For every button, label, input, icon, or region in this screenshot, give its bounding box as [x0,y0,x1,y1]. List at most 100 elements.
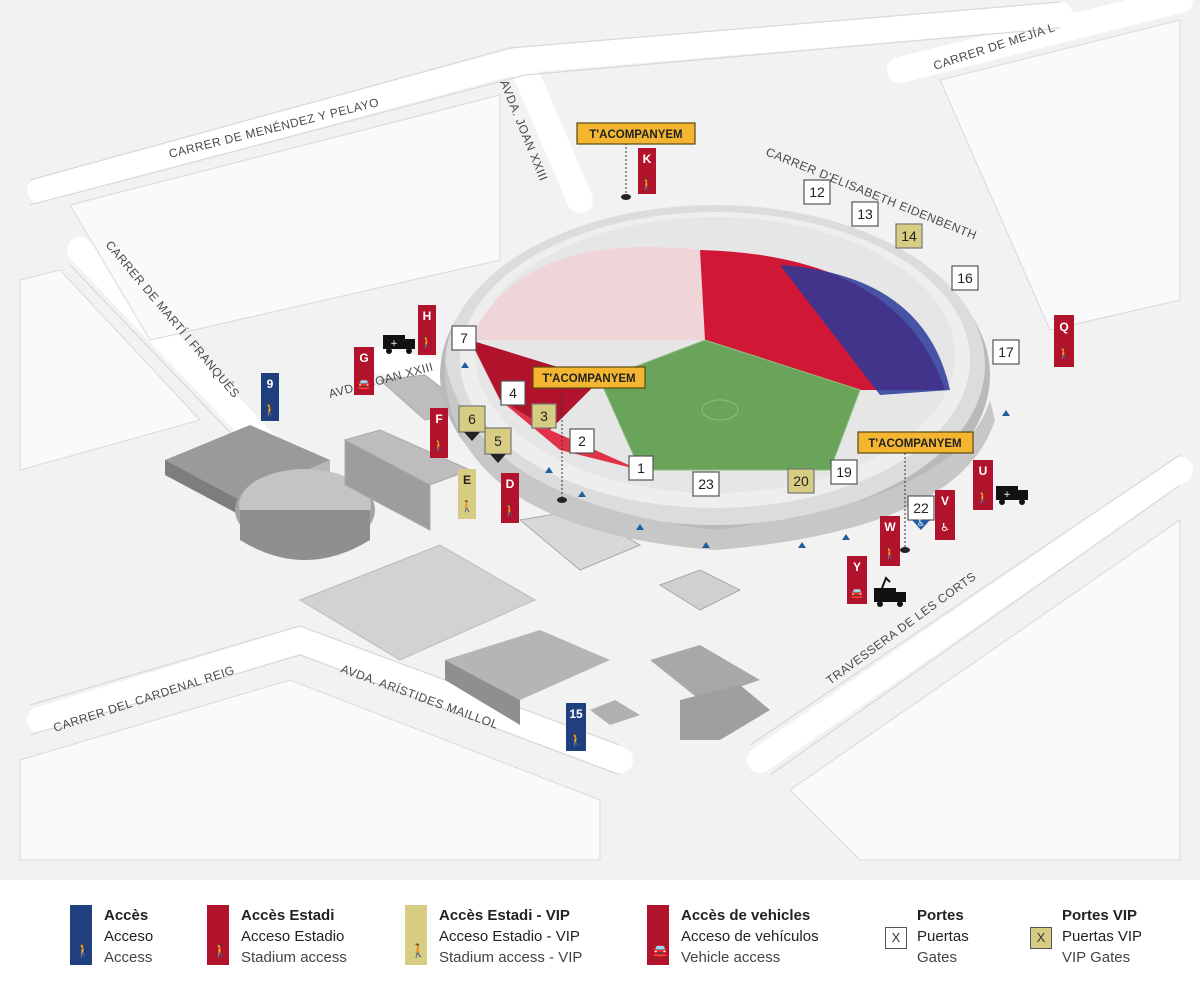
legend-vip: 🚶 Accès Estadi - VIP Acceso Estadio - VI… [405,905,582,968]
gate-12[interactable]: 12 [803,179,831,205]
gate-arrows [461,362,1010,548]
gate-4[interactable]: 4 [500,380,526,406]
gate-20-vip[interactable]: 20 [787,468,815,494]
legend-vehicles-es: Acceso de vehículos [681,928,819,945]
legend-vehicles: 🚘 Accès de vehicles Acceso de vehículos … [647,905,819,968]
svg-text:K: K [643,152,652,166]
svg-text:14: 14 [901,228,917,244]
gate-5-vip[interactable]: 5 [484,427,512,463]
svg-text:22: 22 [913,500,929,516]
access-Y-vehicle[interactable]: Y🚘 [847,556,867,604]
svg-text:16: 16 [957,270,973,286]
svg-text:7: 7 [460,330,468,346]
svg-text:🚶: 🚶 [976,491,990,504]
legend-blue-swatch: 🚶 [70,905,92,965]
gate-7[interactable]: 7 [451,325,477,351]
gate-3-vip[interactable]: 3 [531,403,557,429]
gate-19[interactable]: 19 [830,459,858,485]
svg-text:17: 17 [998,344,1014,360]
tacompanyem-label[interactable]: T'ACOMPANYEM [857,431,974,454]
legend-portes-vip: X Portes VIP Puertas VIP VIP Gates [1030,905,1142,968]
svg-text:🚶: 🚶 [569,733,584,747]
legend-acces-ca: Accès [104,907,149,924]
access-G-vehicle[interactable]: G🚘 [354,347,374,395]
access-F[interactable]: F🚶 [430,408,448,458]
person-walking-icon: 🚶 [410,943,427,958]
svg-text:9: 9 [267,377,274,391]
svg-text:🚶: 🚶 [460,500,474,513]
svg-text:E: E [463,473,471,487]
svg-text:15: 15 [569,707,583,721]
svg-text:D: D [506,477,515,491]
svg-text:T'ACOMPANYEM: T'ACOMPANYEM [868,438,961,450]
svg-text:U: U [979,464,988,478]
legend-vehicles-ca: Accès de vehicles [681,907,811,924]
access-U[interactable]: U🚶 [973,460,993,510]
svg-text:2: 2 [578,433,586,449]
legend-acces-es: Acceso [104,928,154,945]
svg-text:23: 23 [698,476,714,492]
svg-text:5: 5 [494,433,502,449]
svg-text:+: + [390,339,398,349]
svg-text:T'ACOMPANYEM: T'ACOMPANYEM [542,373,635,385]
svg-text:W: W [884,520,896,534]
access-9[interactable]: 9🚶 [261,373,279,421]
gate-16[interactable]: 16 [951,265,979,291]
access-D[interactable]: D🚶 [501,473,519,523]
gate-2[interactable]: 2 [569,428,595,454]
access-H[interactable]: H🚶 [418,305,436,355]
svg-text:♿: ♿ [940,521,950,534]
gate-23[interactable]: 23 [692,471,720,497]
gate-1[interactable]: 1 [628,455,654,481]
buildings-west [343,374,742,611]
ambulance-icon: + [996,486,1028,505]
access-V[interactable]: V♿ [935,490,955,540]
gate-17[interactable]: 17 [992,339,1020,365]
legend-portes-vip-ca: Portes VIP [1062,907,1138,924]
street-network [27,0,1193,773]
svg-text:Q: Q [1059,320,1068,334]
svg-text:3: 3 [540,408,548,424]
tv-truck-icon [874,576,906,607]
legend-gate-swatch: X [885,927,907,949]
svg-text:T'ACOMPANYEM: T'ACOMPANYEM [589,129,682,141]
legend-estadi: 🚶 Accès Estadi Acceso Estadio Stadium ac… [207,905,347,968]
svg-text:V: V [941,494,949,508]
city-blocks [19,19,1181,861]
tacompanyem-label[interactable]: T'ACOMPANYEM [532,366,646,389]
gate-6-vip[interactable]: 6 [458,405,486,441]
gate-13[interactable]: 13 [851,201,879,227]
ambulance-icon: + [383,335,415,354]
svg-text:G: G [359,351,368,365]
pin-dots [557,194,910,553]
svg-text:H: H [423,309,432,323]
access-W[interactable]: W🚶 [880,516,900,566]
gate-14-vip[interactable]: 14 [895,223,923,249]
gate-22[interactable]: 22♿ [907,495,935,530]
gate-pins [561,143,906,548]
car-icon: 🚘 [652,943,669,958]
svg-text:12: 12 [809,184,825,200]
access-15[interactable]: 15 🚶 [566,703,586,751]
legend-gold-swatch: 🚶 [405,905,427,965]
svg-text:+: + [1003,490,1011,500]
svg-text:🚶: 🚶 [420,336,434,349]
svg-text:🚶: 🚶 [503,504,517,517]
legend-vehicles-en: Vehicle access [681,949,781,966]
tacompanyem-label[interactable]: T'ACOMPANYEM [576,122,696,145]
legend-vip-es: Acceso Estadio - VIP [439,928,580,945]
legend-acces: 🚶 Accès Acceso Access [70,905,153,968]
legend-vip-en: Stadium access - VIP [439,949,583,966]
svg-text:1: 1 [637,460,645,476]
svg-text:Y: Y [853,560,861,574]
legend-portes-es: Puertas [917,928,969,945]
legend-vip-ca: Accès Estadi - VIP [439,907,570,924]
legend-portes-vip-en: VIP Gates [1062,949,1131,966]
access-E-vip[interactable]: E🚶 [458,469,476,519]
access-Q[interactable]: Q🚶 [1054,315,1074,367]
svg-text:F: F [435,412,442,426]
svg-text:🚶: 🚶 [883,547,897,560]
access-K[interactable]: K🚶 [638,148,656,194]
svg-text:🚶: 🚶 [263,403,278,417]
plaza-south [298,544,770,740]
